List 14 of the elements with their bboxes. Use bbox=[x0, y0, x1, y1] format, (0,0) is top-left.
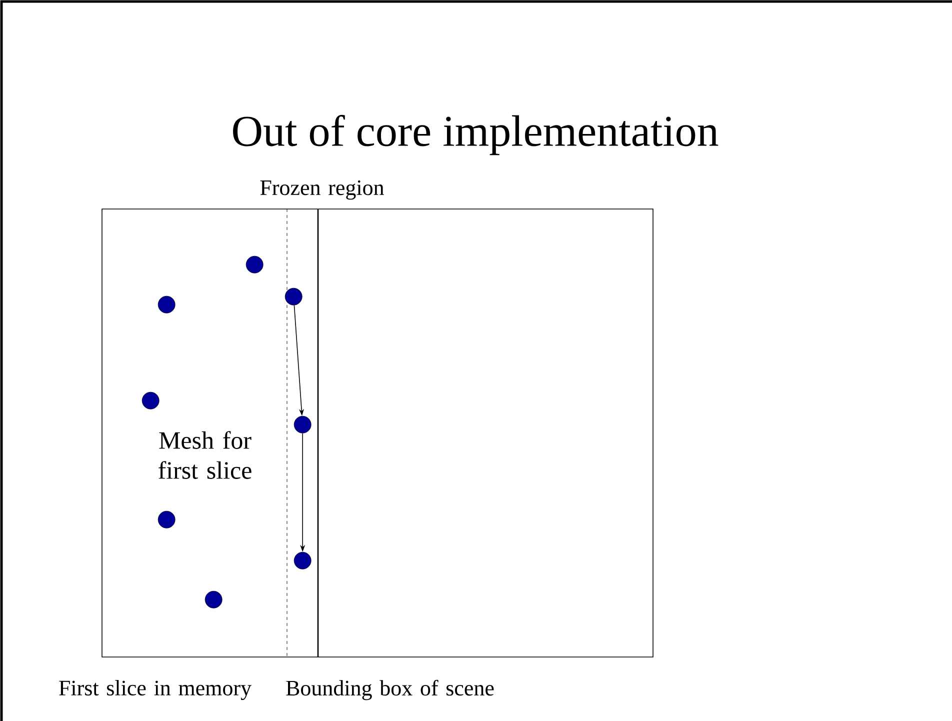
caption-label: First slice in memory bbox=[59, 680, 252, 700]
region-label: Frozen region bbox=[260, 180, 384, 200]
point-dot bbox=[142, 392, 160, 410]
region-label: Mesh for first slice bbox=[158, 431, 252, 479]
point-dot bbox=[158, 296, 176, 314]
point-dot bbox=[284, 288, 302, 306]
caption-label: Bounding box of scene bbox=[286, 680, 494, 700]
point-dot bbox=[294, 416, 312, 434]
point-dot bbox=[158, 510, 176, 528]
point-dot bbox=[204, 590, 222, 608]
bounding-box bbox=[102, 208, 654, 658]
slide-title: Out of core implementation bbox=[233, 114, 718, 156]
point-dot bbox=[246, 256, 264, 274]
point-dot bbox=[294, 552, 312, 570]
